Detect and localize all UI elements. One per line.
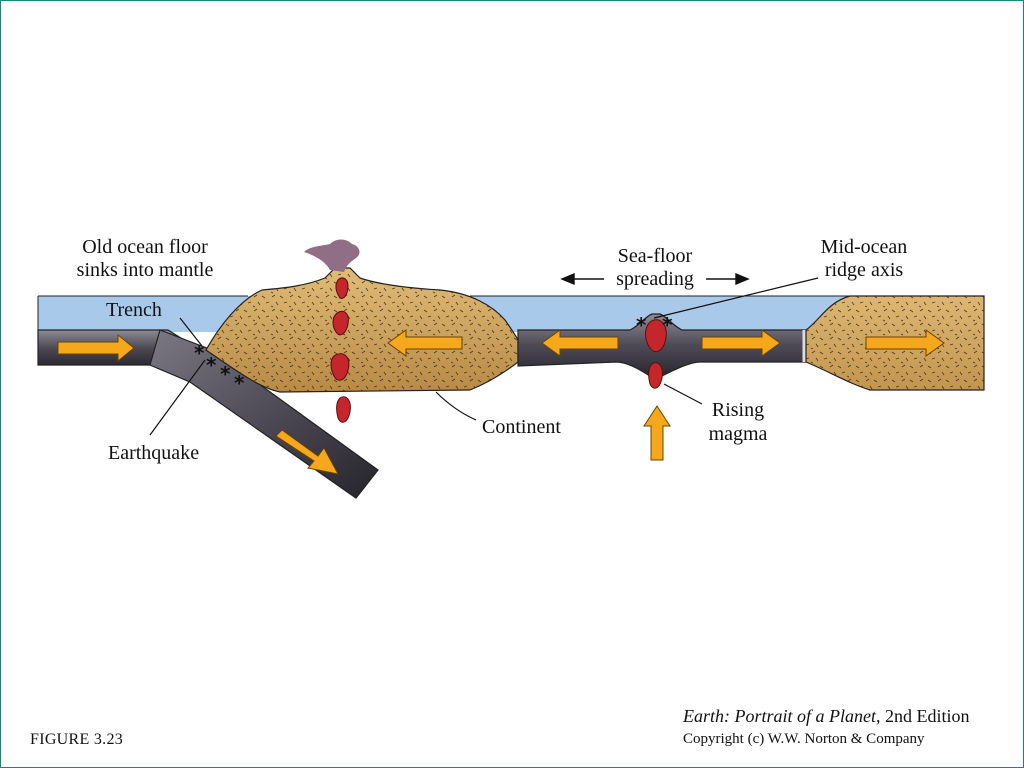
spreading-double-arrow bbox=[560, 272, 750, 286]
continent-magma bbox=[330, 277, 351, 423]
svg-text:*: * bbox=[194, 341, 205, 365]
label-seafloor-line2: spreading bbox=[616, 268, 694, 290]
label-rising-line1: Rising bbox=[712, 399, 764, 421]
arrow-right-right-continent bbox=[865, 329, 945, 357]
figure-number: FIGURE 3.23 bbox=[30, 731, 123, 748]
continent-texture bbox=[206, 268, 518, 392]
label-continent: Continent bbox=[482, 416, 561, 438]
arrow-right-ridge bbox=[701, 329, 781, 357]
book-title: Earth: Portrait of a Planet bbox=[682, 706, 877, 726]
volcano-plume bbox=[304, 239, 360, 272]
svg-text:*: * bbox=[234, 371, 245, 395]
plate-motion-arrows bbox=[57, 329, 945, 475]
label-ridge-line2: ridge axis bbox=[825, 259, 904, 281]
svg-text:*: * bbox=[220, 362, 231, 386]
arrow-down-slab bbox=[275, 429, 339, 475]
arrow-left-ridge bbox=[541, 329, 619, 357]
ridge-magma bbox=[645, 319, 667, 389]
label-seafloor-line1: Sea-floor bbox=[618, 245, 693, 267]
svg-text:*: * bbox=[206, 353, 217, 377]
label-rising-line2: magma bbox=[709, 423, 768, 445]
arrow-up-magma bbox=[643, 405, 671, 461]
arrow-left-continent bbox=[387, 329, 463, 357]
arrow-right-left-plate bbox=[57, 333, 135, 363]
svg-text:*: * bbox=[662, 313, 673, 337]
label-old-floor-line1: Old ocean floor bbox=[82, 236, 208, 258]
book-edition: , 2nd Edition bbox=[876, 706, 970, 726]
label-old-floor-line2: sinks into mantle bbox=[77, 259, 214, 281]
leader-lines bbox=[149, 277, 819, 436]
label-ridge-line1: Mid-ocean bbox=[821, 236, 908, 258]
copyright: Copyright (c) W.W. Norton & Company bbox=[683, 731, 925, 747]
book-title-line: Earth: Portrait of a Planet, 2nd Edition bbox=[682, 706, 970, 726]
svg-text:*: * bbox=[636, 313, 647, 337]
earthquake-stars: * * * * * * bbox=[194, 313, 673, 395]
label-trench: Trench bbox=[106, 299, 162, 321]
label-earthquake: Earthquake bbox=[108, 442, 199, 464]
